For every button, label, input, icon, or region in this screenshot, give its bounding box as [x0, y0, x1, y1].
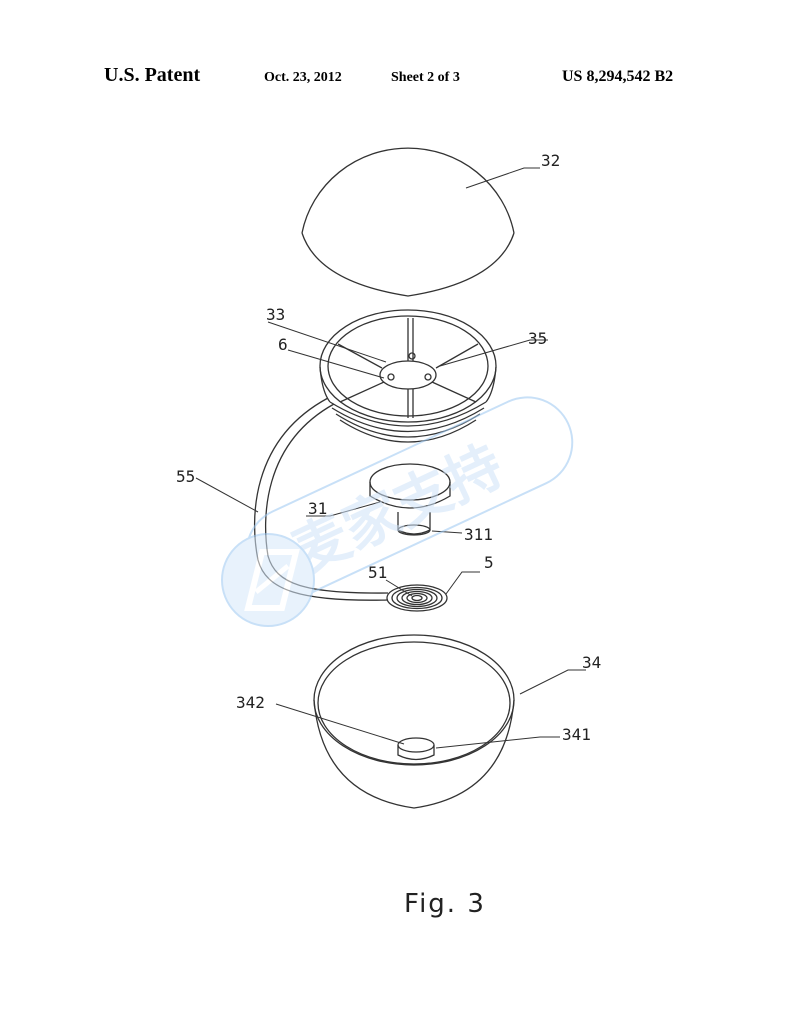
label-5: 5	[484, 553, 494, 572]
figure-caption: Fig. 3	[404, 889, 486, 919]
label-33: 33	[266, 305, 285, 324]
sheet-number: Sheet 2 of 3	[391, 70, 460, 85]
label-34: 34	[582, 653, 601, 672]
label-51: 51	[368, 563, 387, 582]
patent-title: U.S. Patent	[104, 64, 201, 86]
watermark-emblem-icon	[221, 533, 315, 627]
label-35: 35	[528, 329, 547, 348]
patent-number: US 8,294,542 B2	[562, 68, 674, 85]
leader-lines	[195, 167, 586, 749]
label-55: 55	[176, 467, 195, 486]
label-342: 342	[236, 693, 265, 712]
label-311: 311	[464, 525, 493, 544]
disc-frame-part	[319, 309, 497, 443]
top-dome-part	[301, 147, 515, 297]
label-31: 31	[308, 499, 327, 518]
patent-date: Oct. 23, 2012	[264, 70, 342, 85]
bottom-bowl-part	[313, 634, 515, 809]
knob-part	[369, 463, 451, 536]
label-6: 6	[278, 335, 288, 354]
spiral-coil-part	[386, 584, 448, 612]
label-341: 341	[562, 725, 591, 744]
label-32: 32	[541, 151, 560, 170]
